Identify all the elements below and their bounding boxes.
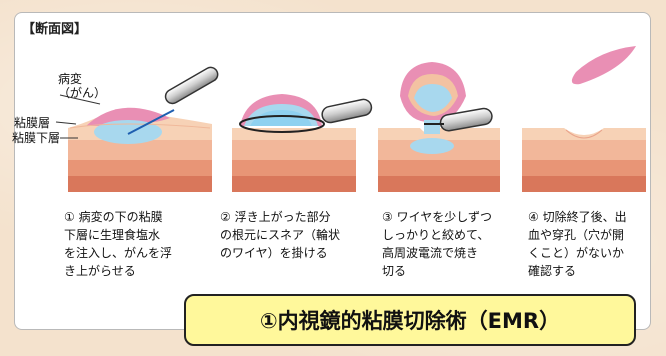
panel-3-endoscope-instrument-icon [424, 107, 493, 132]
panel-1-tissue [68, 107, 212, 192]
mucosa-label: 粘膜層 [14, 116, 51, 130]
lesion-label: 病変 （がん） [58, 72, 107, 100]
procedure-title: ①内視鏡的粘膜切除術（EMR） [259, 309, 561, 333]
panel-1-leader-lines [55, 94, 101, 139]
step-1-description: ① 病変の下の粘膜 下層に生理食塩水 を注入し、がんを浮 き上がらせる [64, 210, 173, 278]
panel-4-resected-lesion [571, 46, 636, 85]
panel-2-endoscope-instrument-icon [321, 98, 373, 124]
panel-1-endoscope-instrument-icon [164, 66, 219, 105]
panel-4-tissue [522, 128, 646, 192]
step-2-description: ② 浮き上がった部分 の根元にスネア（輪状 のワイヤ）を掛ける [220, 210, 341, 260]
diagram-heading: 【断面図】 [22, 22, 88, 37]
step-4-description: ④ 切除終了後、出 血や穿孔（穴が開 くこと）がないか 確認する [528, 210, 627, 278]
injection-needle-icon [127, 109, 175, 135]
procedure-title-badge: ①内視鏡的粘膜切除術（EMR） [184, 294, 636, 346]
panel-2-tissue [232, 94, 356, 192]
panel-3-tissue [378, 62, 500, 192]
panel-1-lesion [86, 107, 170, 126]
step-3-description: ③ ワイヤを少しずつ しっかりと絞めて、 高周波電流で焼き 切る [382, 210, 492, 278]
submucosa-label: 粘膜下層 [12, 131, 61, 145]
snare-loop-icon [239, 115, 325, 133]
